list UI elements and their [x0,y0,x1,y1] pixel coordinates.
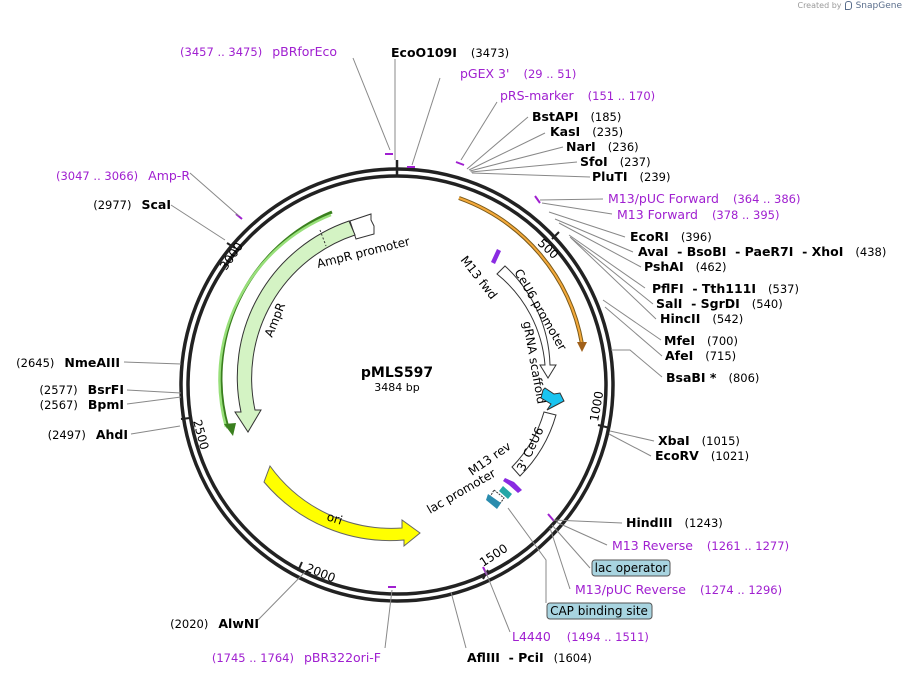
ampr-promoter-dotted [319,229,327,247]
primer-pbrforeco: (3457 .. 3475)pBRforEco [180,44,337,59]
leader-lines [123,57,663,649]
snapgene-credit: Created by SnapGene [797,1,902,11]
enzyme-pshai: PshAI(462) [644,259,727,274]
tick-marks [180,231,611,580]
enzyme-xbai: XbaI(1015) [658,433,740,448]
lac-promoter-label: lac promoter [425,466,499,517]
primer-pgex3: pGEX 3'(29 .. 51) [460,66,576,81]
enzyme-sfoi: SfoI(237) [580,154,651,169]
primer-amp-r: (3047 .. 3066)Amp-R [56,168,190,183]
cap-site-marker [486,494,501,509]
m13-rev-marker [503,478,522,493]
ampr-promoter-arrow [349,213,375,240]
enzyme-ecoo109i: EcoO109I(3473) [391,45,509,60]
enzyme-ecori: EcoRI(396) [630,229,712,244]
primer-m13-puc-reverse: M13/pUC Reverse(1274 .. 1296) [575,582,782,597]
enzyme-mfei: MfeI(700) [664,333,738,348]
enzyme-ecorv: EcoRV(1021) [655,448,749,463]
enzyme-bstapi: BstAPI(185) [532,109,621,124]
credit-created-by: Created by [797,1,842,10]
ampr-arrowhead [224,423,236,436]
enzyme-nmeaiii: (2645)NmeAIII [16,355,120,370]
primer-prs-marker: pRS-marker(151 .. 170) [500,88,655,103]
enzyme-hindiii: HindIII(1243) [626,515,723,530]
enzyme-alwni: (2020)AlwNI [170,616,259,631]
ceu6-promoter-arrow [496,265,557,379]
enzyme-afei: AfeI(715) [665,348,736,363]
enzyme-bsrfi: (2577)BsrFI [39,382,124,397]
primer-m13-forward: M13 Forward(378 .. 395) [617,207,779,222]
cap-binding-site-label: CAP binding site [550,604,648,618]
grna-scaffold-arrow [540,387,565,411]
plasmid-name: pMLS597 [361,365,433,381]
3-ceu6-arrow [511,411,557,477]
cap-binding-site-box [546,602,653,620]
lac-operator-marker [499,486,512,499]
enzyme-nari: NarI(236) [566,139,639,154]
credit-brand: SnapGene [855,1,902,11]
ori-label: ori [325,510,344,528]
enzyme-pluti: PluTI(239) [592,169,670,184]
enzyme-scai: (2977)ScaI [93,197,171,212]
plasmid-size: 3484 bp [374,381,419,394]
orange-feature-arc-inner [458,197,583,345]
enzyme-kasi: KasI(235) [550,124,623,139]
primer-pbr322ori-f: (1745 .. 1764)pBR322ori-F [212,650,381,665]
primer-m13-puc-forward: M13/pUC Forward(364 .. 386) [608,191,800,206]
ori-arrow [263,464,421,548]
m13-fwd-marker [491,249,501,264]
enzyme-sali-group: SalI - SgrDI(540) [656,296,783,311]
lac-operator-label: lac operator [595,561,668,575]
enzyme-bpmi: (2567)BpmI [40,397,124,412]
ampr-outer-arc-highlight [218,213,332,428]
snapgene-logo-icon [845,1,853,10]
tick-label-1000: 1000 [587,390,606,423]
enzyme-ahdi: (2497)AhdI [48,427,128,442]
enzyme-bsabi: BsaBI *(806) [666,370,759,385]
primer-l4440: L4440(1494 .. 1511) [512,629,649,644]
ampr-arrow [234,220,356,433]
enzyme-afliii-group: AflIII - PciI(1604) [467,650,592,665]
enzyme-avai-group: AvaI - BsoBI - PaeR7I - XhoI(438) [638,244,886,259]
lac-operator-box [591,559,671,577]
enzyme-pflfi-group: PflFI - Tth111I(537) [652,281,799,296]
orange-feature-arrowhead [577,342,587,352]
enzyme-hincii: HincII(542) [660,311,743,326]
primer-m13-reverse: M13 Reverse(1261 .. 1277) [612,538,789,553]
